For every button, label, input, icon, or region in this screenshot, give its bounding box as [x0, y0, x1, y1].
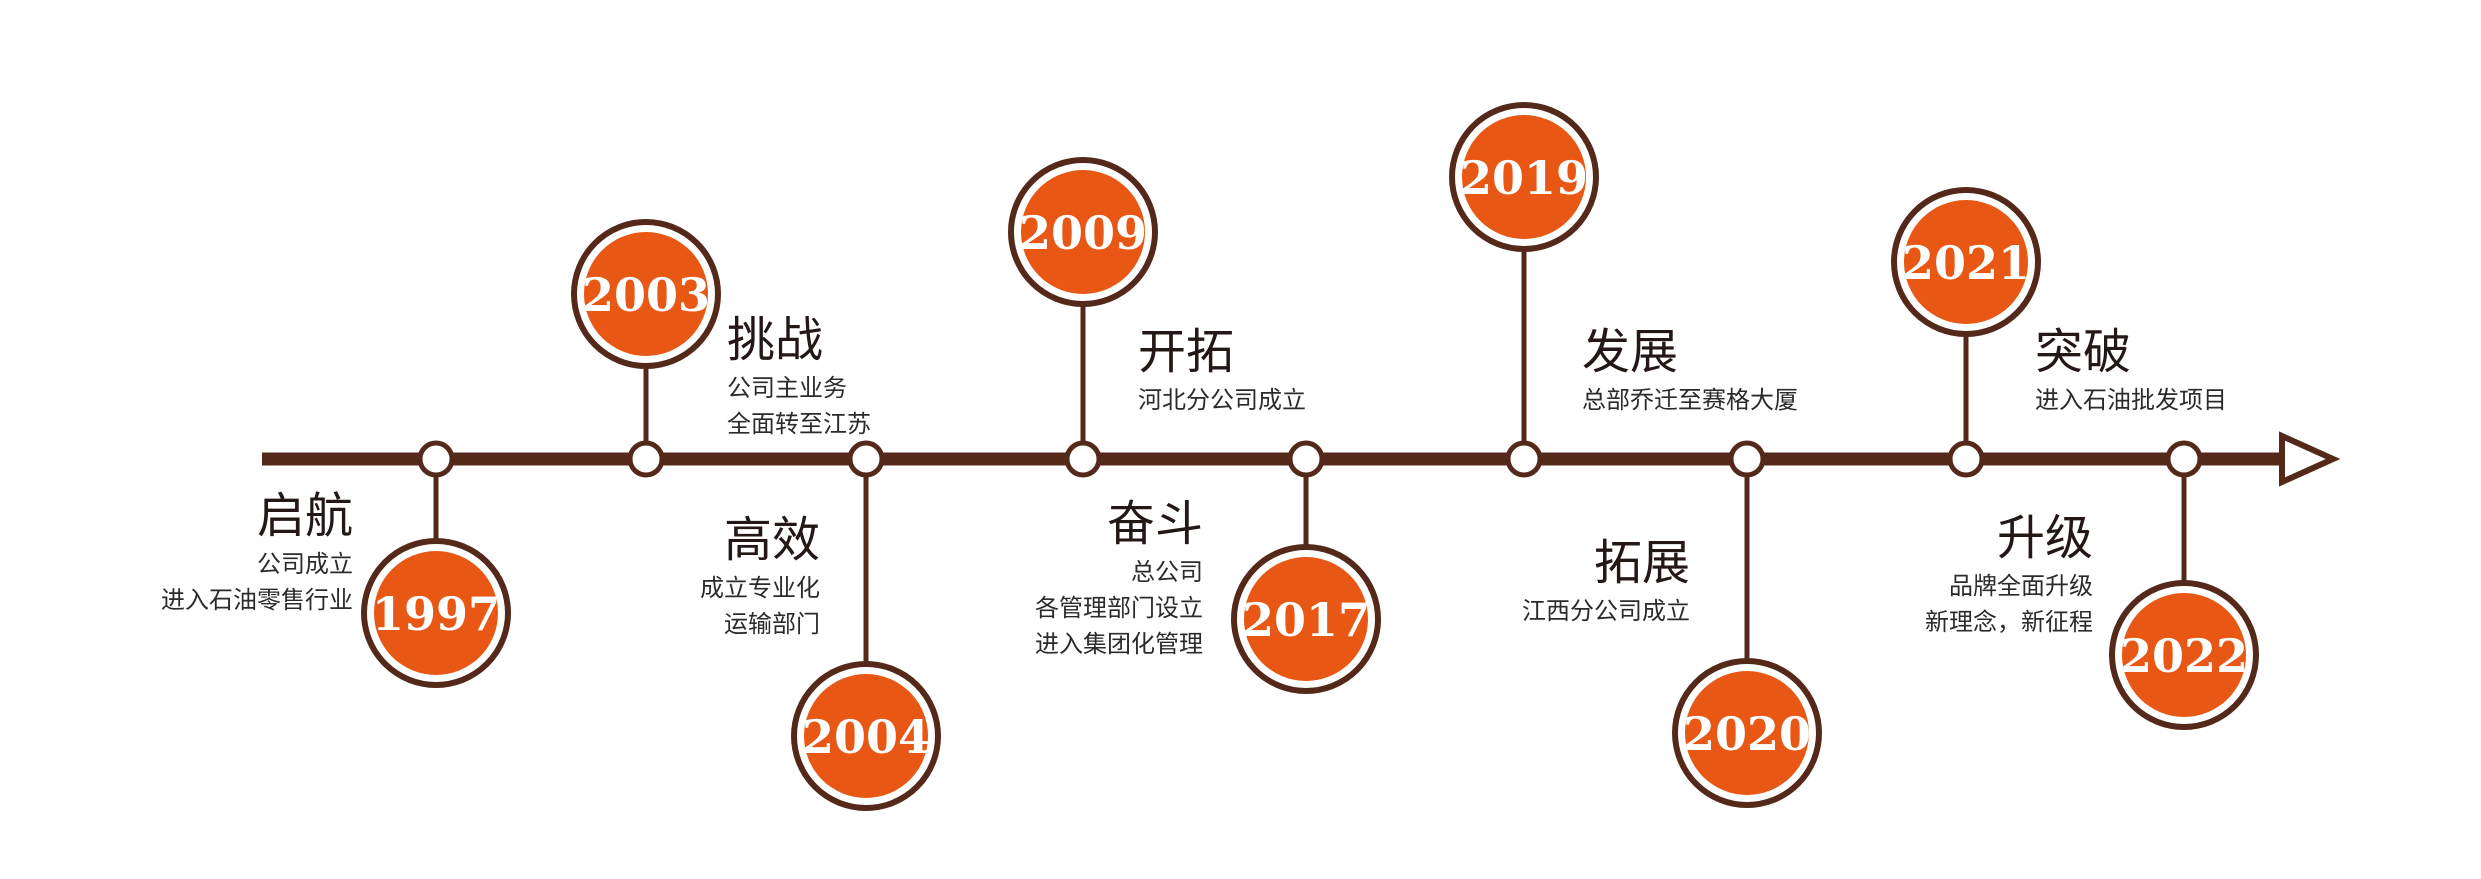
- milestone-description-line: 公司成立: [257, 550, 353, 578]
- timeline-node-2003: [627, 440, 665, 478]
- milestone-label-1997: 启航公司成立进入石油零售行业: [161, 486, 353, 618]
- timeline-node-2021: [1947, 440, 1985, 478]
- milestone-label-2009: 开拓河北分公司成立: [1138, 322, 1306, 418]
- year-label: 2003: [582, 268, 710, 322]
- timeline-node-2020: [1728, 440, 1766, 478]
- badge-fill: [584, 232, 708, 356]
- milestone-description-line: 各管理部门设立: [1035, 594, 1203, 622]
- badge-fill: [1904, 200, 2028, 324]
- timeline-node-2009: [1064, 440, 1102, 478]
- badge-layer: 1997 2003 2004 2009 2017 2019 2020 2021 2022: [361, 102, 2259, 811]
- milestone-description-line: 品牌全面升级: [1949, 572, 2093, 600]
- year-badge-2003: 2003: [571, 219, 721, 369]
- milestone-description-line: 成立专业化: [700, 574, 820, 602]
- year-label: 1997: [372, 587, 500, 641]
- milestone-label-2022: 升级品牌全面升级新理念，新征程: [1925, 508, 2093, 640]
- milestone-label-2003: 挑战公司主业务全面转至江苏: [727, 310, 871, 442]
- year-badge-2009: 2009: [1008, 157, 1158, 307]
- timeline-node-2017: [1287, 440, 1325, 478]
- timeline-arrowhead: [2279, 431, 2341, 487]
- timeline-node-2022: [2165, 440, 2203, 478]
- year-badge-2004: 2004: [791, 661, 941, 811]
- milestone-description-line: 进入石油零售行业: [161, 586, 353, 614]
- milestone-description-line: 总部乔迁至赛格大厦: [1582, 386, 1798, 414]
- year-badge-1997: 1997: [361, 538, 511, 688]
- milestone-description-line: 进入石油批发项目: [2035, 386, 2227, 414]
- milestone-title: 高效: [723, 512, 820, 568]
- timeline-node-2004: [847, 440, 885, 478]
- milestone-label-2017: 奋斗总公司各管理部门设立进入集团化管理: [1035, 494, 1203, 662]
- milestone-title: 突破: [2035, 324, 2132, 380]
- milestone-description-line: 总公司: [1131, 558, 1203, 586]
- milestone-title: 升级: [1996, 510, 2093, 566]
- year-label: 2009: [1019, 206, 1147, 260]
- badge-fill: [1685, 671, 1809, 795]
- badge-fill: [1462, 115, 1586, 239]
- milestone-description-line: 江西分公司成立: [1522, 597, 1690, 625]
- milestone-label-2019: 发展总部乔迁至赛格大厦: [1582, 322, 1798, 418]
- milestone-description-line: 新理念，新征程: [1925, 608, 2093, 636]
- year-label: 2021: [1902, 236, 2030, 290]
- node-layer: [417, 440, 2203, 478]
- milestone-label-2004: 高效成立专业化运输部门: [700, 510, 820, 642]
- milestone-description-line: 全面转至江苏: [727, 410, 871, 438]
- timeline-node-1997: [417, 440, 455, 478]
- year-label: 2020: [1683, 707, 1811, 761]
- year-badge-2021: 2021: [1891, 187, 2041, 337]
- year-badge-2017: 2017: [1231, 544, 1381, 694]
- milestone-title: 发展: [1582, 324, 1679, 380]
- badge-fill: [2122, 593, 2246, 717]
- milestone-description-line: 进入集团化管理: [1035, 630, 1203, 658]
- timeline-node-2019: [1505, 440, 1543, 478]
- milestone-label-2021: 突破进入石油批发项目: [2035, 322, 2227, 418]
- year-label: 2004: [802, 710, 930, 764]
- badge-fill: [1244, 557, 1368, 681]
- year-badge-2022: 2022: [2109, 580, 2259, 730]
- year-label: 2022: [2120, 629, 2248, 683]
- milestone-title: 挑战: [727, 312, 824, 368]
- year-badge-2019: 2019: [1449, 102, 1599, 252]
- year-label: 2017: [1242, 593, 1370, 647]
- milestone-title: 拓展: [1593, 535, 1690, 591]
- milestone-label-2020: 拓展江西分公司成立: [1522, 533, 1690, 629]
- milestone-description-line: 运输部门: [724, 610, 820, 638]
- milestone-title: 奋斗: [1106, 496, 1203, 552]
- year-label: 2019: [1460, 151, 1588, 205]
- year-badge-2020: 2020: [1672, 658, 1822, 808]
- milestone-description-line: 公司主业务: [727, 374, 847, 402]
- badge-fill: [804, 674, 928, 798]
- badge-fill: [1021, 170, 1145, 294]
- milestone-description-line: 河北分公司成立: [1138, 386, 1306, 414]
- badge-fill: [374, 551, 498, 675]
- milestone-title: 启航: [256, 488, 353, 544]
- milestone-title: 开拓: [1138, 324, 1235, 380]
